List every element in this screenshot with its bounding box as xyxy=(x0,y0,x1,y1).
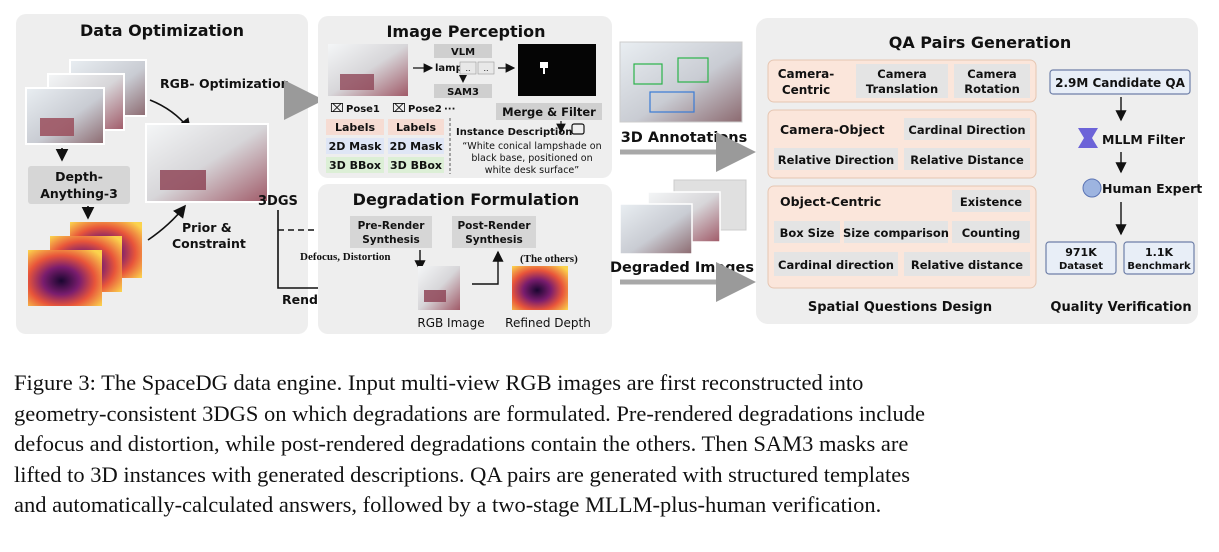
camera-rotation-1: Camera xyxy=(967,67,1016,81)
tdgs-bed-shape xyxy=(160,170,206,190)
refined-depth-image xyxy=(512,266,568,310)
pose-ellipsis: ··· xyxy=(444,104,455,115)
relative-distance-text: Relative Distance xyxy=(910,153,1024,167)
annotations-label: 3D Annotations xyxy=(621,130,748,146)
size-comparison-text: Size comparison xyxy=(843,226,949,240)
relative-distance2-text: Relative distance xyxy=(911,258,1023,272)
rgb-optimization-label: RGB- Optimization xyxy=(160,76,290,91)
rgb-image-label: RGB Image xyxy=(417,316,484,330)
benchmark-line1: 1.1K xyxy=(1145,246,1173,259)
rgb-render-bed xyxy=(424,290,446,302)
pre-render-line2: Synthesis xyxy=(362,234,420,246)
caption-line-1: Figure 3: The SpaceDG data engine. Input… xyxy=(14,368,1204,399)
sam3-label: SAM3 xyxy=(447,87,479,98)
depth-anything-line1: Depth- xyxy=(55,169,103,184)
mllm-filter-text: MLLM Filter xyxy=(1102,132,1186,147)
camera-translation-1: Camera xyxy=(877,67,926,81)
benchmark-line2: Benchmark xyxy=(1127,261,1191,272)
image-perception-title: Image Perception xyxy=(386,22,545,41)
prior-label-2: Constraint xyxy=(172,236,246,251)
pre-render-line1: Pre-Render xyxy=(358,220,426,232)
degraded-label: Degraded Images xyxy=(610,260,754,276)
cardinal-direction-text: Cardinal Direction xyxy=(908,123,1025,137)
lamp-mask-blob xyxy=(540,62,548,68)
vlm-label: VLM xyxy=(451,47,475,58)
mask-text-1: 2D Mask xyxy=(329,140,383,153)
lamp-label: lamp xyxy=(435,63,463,74)
camera-icon-1: ⌧ xyxy=(330,101,344,115)
depth-anything-line2: Anything-3 xyxy=(40,186,118,201)
cardinal-direction2-text: Cardinal direction xyxy=(778,258,894,272)
token-dots-2: .. xyxy=(483,64,488,73)
instance-desc-2: black base, positioned on xyxy=(471,153,592,164)
instance-desc-1: “White conical lampshade on xyxy=(462,141,601,152)
perception-bed xyxy=(340,74,374,90)
others-label: (The others) xyxy=(520,253,578,265)
candidate-qa-text: 2.9M Candidate QA xyxy=(1055,76,1185,90)
human-expert-icon xyxy=(1083,179,1101,197)
pose2-label: Pose2 xyxy=(408,104,442,115)
refined-depth-label: Refined Depth xyxy=(505,316,591,330)
existence-text: Existence xyxy=(960,195,1022,209)
quality-verification-label: Quality Verification xyxy=(1050,300,1191,315)
camera-icon-2: ⌧ xyxy=(392,101,406,115)
relative-direction-text: Relative Direction xyxy=(778,153,894,167)
rgb-render-image xyxy=(418,266,460,310)
camera-object-label: Camera-Object xyxy=(780,122,885,137)
lamp-mask-stem xyxy=(543,68,545,74)
figure-diagram: Data Optimization RGB- Optimization 3DGS… xyxy=(0,0,1219,360)
dataset-line2: Dataset xyxy=(1059,261,1103,272)
merge-filter-label: Merge & Filter xyxy=(502,105,596,119)
defocus-distortion-label: Defocus, Distortion xyxy=(300,251,390,263)
figure-caption: Figure 3: The SpaceDG data engine. Input… xyxy=(14,368,1204,521)
caption-line-3: defocus and distortion, while post-rende… xyxy=(14,429,1204,460)
dataset-line1: 971K xyxy=(1065,246,1097,259)
labels-text-2: Labels xyxy=(396,121,437,134)
caption-line-5: and automatically-calculated answers, fo… xyxy=(14,490,1204,521)
object-centric-label: Object-Centric xyxy=(780,194,881,209)
degradation-title: Degradation Formulation xyxy=(353,190,580,209)
tdgs-label: 3DGS xyxy=(258,194,298,209)
bbox-text-2: 3D BBox xyxy=(390,159,442,172)
caption-line-2: geometry-consistent 3DGS on which degrad… xyxy=(14,399,1204,430)
tdgs-render-image xyxy=(146,124,268,202)
camera-translation-2: Translation xyxy=(866,82,938,96)
bed-shape xyxy=(40,118,74,136)
mask-text-2: 2D Mask xyxy=(390,140,444,153)
instance-desc-title: Instance Description xyxy=(456,127,572,138)
data-optimization-title: Data Optimization xyxy=(80,21,244,40)
prior-label-1: Prior & xyxy=(182,220,232,235)
degraded-image-front xyxy=(620,204,692,254)
instance-desc-3: white desk surface” xyxy=(485,165,579,176)
depth-map-front xyxy=(28,250,102,306)
post-render-line2: Synthesis xyxy=(465,234,523,246)
token-dots-1: .. xyxy=(465,64,470,73)
box-size-text: Box Size xyxy=(780,226,835,240)
labels-text-1: Labels xyxy=(335,121,376,134)
bbox-text-1: 3D BBox xyxy=(329,159,381,172)
spatial-design-label: Spatial Questions Design xyxy=(808,300,992,315)
counting-text: Counting xyxy=(962,226,1021,240)
post-render-line1: Post-Render xyxy=(457,220,531,232)
pose1-label: Pose1 xyxy=(346,104,380,115)
camera-centric-2: Centric xyxy=(782,83,830,97)
caption-line-4: lifted to 3D instances with generated de… xyxy=(14,460,1204,491)
camera-rotation-2: Rotation xyxy=(964,82,1020,96)
mask-image xyxy=(518,44,596,96)
human-expert-text: Human Expert xyxy=(1102,181,1202,196)
camera-centric-1: Camera- xyxy=(778,67,835,81)
qa-title: QA Pairs Generation xyxy=(889,33,1072,52)
